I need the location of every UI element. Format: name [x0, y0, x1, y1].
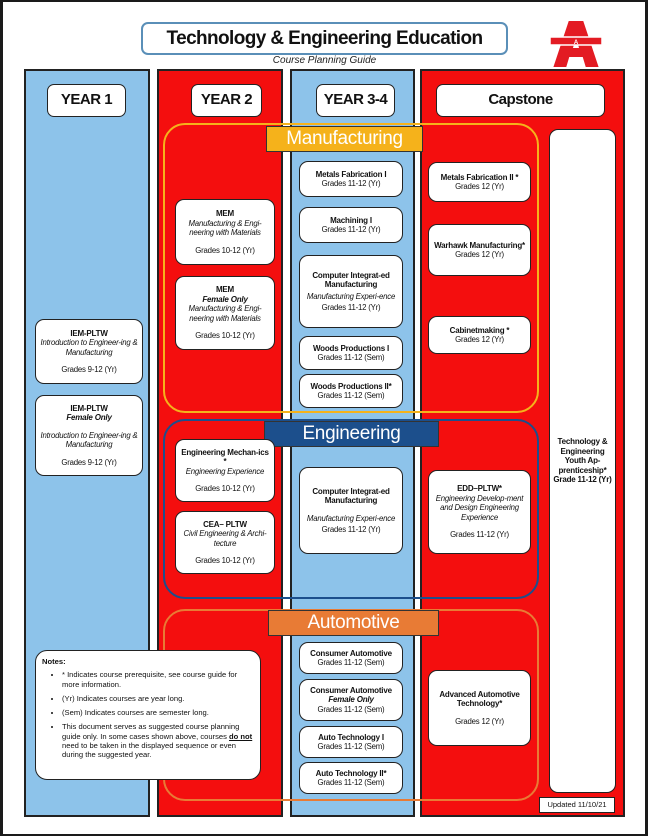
notes-box: Notes: * Indicates course prerequisite, …: [35, 650, 261, 780]
svg-text:A: A: [574, 40, 579, 46]
course-card-woods-productions-2: Woods Productions II* Grades 11-12 (Sem): [299, 374, 403, 408]
course-card-consumer-automotive-female: Consumer Automotive Female Only Grades 1…: [299, 679, 403, 721]
engineering-banner: Engineering: [264, 421, 439, 447]
automotive-banner: Automotive: [268, 610, 439, 636]
header-capstone: Capstone: [436, 84, 605, 117]
page-subtitle: Course Planning Guide: [272, 55, 377, 66]
course-card-youth-apprenticeship: Technology & Engineering Youth Ap-prenti…: [549, 129, 616, 793]
school-logo-icon: A: [549, 19, 603, 69]
page: Technology & Engineering Education Cours…: [3, 2, 645, 834]
notes-heading: Notes:: [42, 657, 66, 666]
course-card-iem-pltw-female: IEM-PLTW Female Only Introduction to Eng…: [35, 395, 143, 476]
updated-date: Updated 11/10/21: [539, 797, 615, 813]
course-card-woods-productions-1: Woods Productions I Grades 11-12 (Sem): [299, 336, 403, 370]
course-card-metals-fabrication-2: Metals Fabrication II * Grades 12 (Yr): [428, 162, 531, 202]
manufacturing-region: [163, 123, 539, 413]
course-card-cabinetmaking: Cabinetmaking * Grades 12 (Yr): [428, 316, 531, 354]
notes-list: * Indicates course prerequisite, see cou…: [42, 670, 254, 759]
course-card-machining-1: Machining I Grades 11-12 (Yr): [299, 207, 403, 243]
course-card-advanced-automotive-technology: Advanced Automotive Technology* Grades 1…: [428, 670, 531, 746]
course-card-metals-fabrication-1: Metals Fabrication I Grades 11-12 (Yr): [299, 161, 403, 197]
course-card-computer-integrated-manufacturing-eng: Computer Integrat-ed Manufacturing Manuf…: [299, 467, 403, 554]
course-card-mem-female: MEM Female Only Manufacturing & Engi-nee…: [175, 276, 275, 350]
course-card-auto-technology-1: Auto Technology I Grades 11-12 (Sem): [299, 726, 403, 758]
course-card-computer-integrated-manufacturing: Computer Integrat-ed Manufacturing Manuf…: [299, 255, 403, 328]
course-card-mem: MEM Manufacturing & Engi-neering with Ma…: [175, 199, 275, 265]
header-year2: YEAR 2: [191, 84, 262, 117]
course-card-consumer-automotive: Consumer Automotive Grades 11-12 (Sem): [299, 642, 403, 674]
note-item: (Sem) Indicates courses are semester lon…: [62, 708, 254, 717]
note-item-disclaimer: This document serves as suggested course…: [62, 722, 254, 759]
course-card-edd-pltw: EDD–PLTW* Engineering Develop-ment and D…: [428, 470, 531, 554]
course-card-engineering-mechanics: Engineering Mechan-ics * Engineering Exp…: [175, 439, 275, 502]
course-card-auto-technology-2: Auto Technology II* Grades 11-12 (Sem): [299, 762, 403, 794]
course-card-iem-pltw: IEM-PLTW Introduction to Engineer-ing & …: [35, 319, 143, 384]
manufacturing-banner: Manufacturing: [266, 126, 423, 152]
header-year1: YEAR 1: [47, 84, 126, 117]
course-card-warhawk-manufacturing: Warhawk Manufacturing* Grades 12 (Yr): [428, 224, 531, 276]
header-year34: YEAR 3-4: [316, 84, 395, 117]
course-card-cea-pltw: CEA– PLTW Civil Engineering & Archi-tect…: [175, 511, 275, 574]
note-item: (Yr) Indicates courses are year long.: [62, 694, 254, 703]
note-item: * Indicates course prerequisite, see cou…: [62, 670, 254, 689]
engineering-region: [163, 419, 539, 599]
page-title: Technology & Engineering Education: [141, 22, 508, 55]
